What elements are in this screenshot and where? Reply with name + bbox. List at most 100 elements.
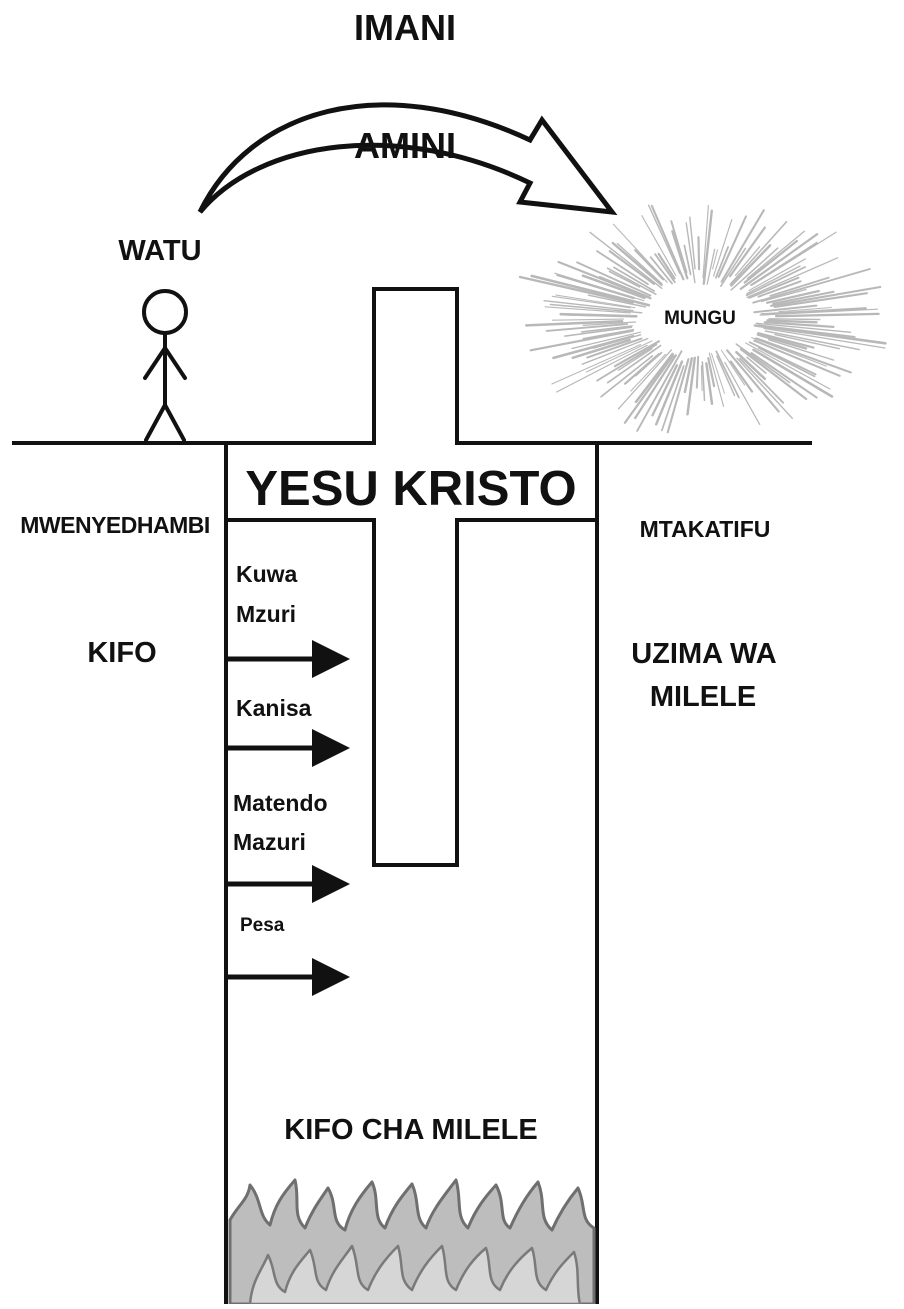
burst-ray: [760, 288, 807, 303]
burst-ray: [617, 348, 653, 371]
burst-ray: [571, 338, 631, 360]
mtakatifu-label: MTAKATIFU: [640, 516, 771, 542]
burst-ray: [608, 270, 641, 288]
burst-ray: [752, 348, 834, 398]
burst-ray: [671, 230, 689, 280]
burst-ray: [753, 339, 841, 377]
burst-ray: [613, 266, 655, 292]
cross-label: YESU KRISTO: [245, 462, 576, 516]
burst-ray: [580, 325, 633, 333]
flames-icon: [228, 1178, 596, 1306]
imani-label: IMANI: [354, 7, 456, 48]
arrow-right-icon-4: [228, 958, 350, 996]
burst-ray: [654, 360, 684, 426]
burst-ray: [543, 300, 634, 312]
burst-ray: [551, 318, 624, 321]
burst-ray: [739, 357, 785, 404]
burst-ray: [746, 356, 767, 374]
burst-ray: [705, 362, 714, 405]
burst-ray: [599, 275, 650, 298]
burst-ray: [666, 358, 690, 434]
uzima-label-line1: UZIMA WA: [631, 638, 777, 670]
attempt-label-mazuri: Mazuri: [233, 829, 306, 855]
burst-ray: [613, 340, 660, 368]
attempt-label-pesa: Pesa: [240, 915, 285, 936]
amini-label: AMINI: [354, 125, 456, 166]
burst-ray: [717, 215, 747, 278]
burst-ray: [729, 220, 788, 285]
burst-ray: [755, 322, 852, 333]
burst-ray: [746, 230, 806, 280]
burst-ray: [736, 357, 794, 420]
burst-ray: [774, 312, 880, 318]
arrow-right-icon-2: [228, 729, 350, 767]
burst-ray: [708, 352, 725, 407]
burst-ray: [641, 215, 677, 277]
burst-ray: [706, 248, 716, 285]
burst-ray: [685, 222, 696, 284]
burst-ray: [757, 280, 802, 298]
burst-ray: [657, 252, 676, 280]
burst-ray: [661, 365, 685, 432]
burst-ray: [745, 266, 806, 297]
burst-ray: [746, 265, 801, 295]
burst-ray: [647, 204, 681, 274]
arrow-right-icon-1: [228, 640, 350, 678]
burst-ray: [735, 350, 767, 381]
burst-ray: [650, 204, 685, 281]
burst-ray: [768, 318, 821, 321]
burst-ray: [748, 276, 800, 299]
burst-ray: [702, 205, 709, 279]
burst-ray: [576, 261, 652, 297]
burst-ray: [606, 344, 662, 384]
burst-ray: [753, 304, 818, 314]
burst-ray: [773, 292, 868, 308]
burst-ray: [634, 352, 674, 404]
burst-ray: [746, 257, 839, 299]
cross-shape: [224, 287, 599, 867]
ground-and-pit: [12, 441, 812, 1304]
burst-ray: [630, 353, 666, 392]
mwenyedhambi-label: MWENYEDHAMBI: [20, 512, 210, 538]
burst-ray: [683, 244, 692, 276]
kifo-cha-milele-label: KIFO CHA MILELE: [284, 1114, 537, 1146]
burst-ray: [606, 267, 657, 295]
burst-ray: [636, 350, 683, 432]
burst-ray: [589, 231, 663, 290]
burst-ray: [720, 349, 746, 386]
burst-ray: [748, 258, 807, 292]
burst-ray: [757, 347, 816, 378]
burst-ray: [530, 274, 651, 307]
burst-ray: [525, 320, 624, 327]
attempt-label-kanisa: Kanisa: [236, 695, 312, 721]
burst-ray: [616, 242, 663, 285]
burst-ray: [748, 341, 817, 376]
burst-ray: [772, 290, 835, 305]
burst-ray: [716, 355, 736, 397]
kifo-label: KIFO: [87, 637, 156, 669]
burst-ray: [774, 333, 840, 350]
burst-ray: [739, 348, 808, 401]
burst-ray: [552, 334, 635, 360]
burst-ray: [720, 209, 765, 283]
burst-ray: [735, 343, 791, 384]
burst-ray: [559, 312, 638, 318]
burst-ray: [751, 337, 827, 367]
burst-ray: [720, 247, 747, 287]
burst-ray: [711, 353, 725, 394]
burst-ray: [770, 285, 882, 307]
burst-ray: [689, 216, 696, 270]
burst-ray: [596, 250, 649, 286]
burst-ray: [600, 355, 654, 398]
burst-ray: [715, 246, 729, 279]
attempt-label-mzuri: Mzuri: [236, 601, 296, 627]
burst-ray: [581, 274, 646, 300]
burst-ray: [634, 249, 665, 281]
burst-ray: [701, 361, 706, 402]
burst-ray: [624, 353, 660, 385]
burst-ray: [756, 333, 808, 350]
burst-ray: [551, 295, 631, 309]
watu-label: WATU: [118, 235, 201, 267]
burst-ray: [760, 307, 867, 316]
